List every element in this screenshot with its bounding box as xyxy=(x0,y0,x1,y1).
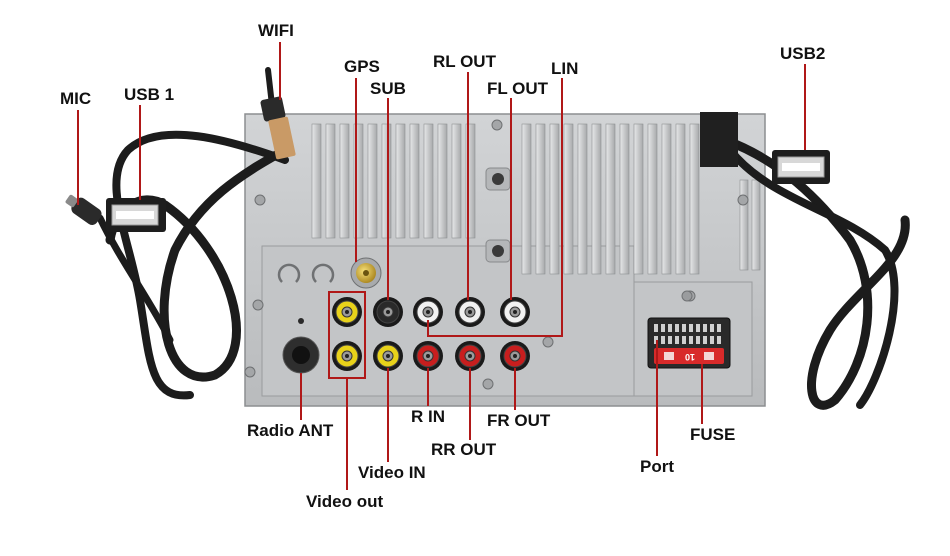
fin xyxy=(633,123,644,275)
harness-pin xyxy=(717,324,721,332)
fin xyxy=(395,123,406,239)
fin xyxy=(739,179,749,271)
fin xyxy=(521,123,532,275)
label-rl-out: RL OUT xyxy=(433,52,496,71)
fin xyxy=(619,123,630,275)
label-rr-out: RR OUT xyxy=(431,440,497,459)
rca-jack-center xyxy=(468,310,472,314)
leader-lines xyxy=(77,42,806,490)
cable-exit-blocks xyxy=(700,112,738,167)
fin xyxy=(661,123,672,275)
harness-pin xyxy=(661,324,665,332)
screw-icon xyxy=(542,336,554,348)
harness-pin xyxy=(668,336,672,344)
harness-pin xyxy=(675,324,679,332)
label-radio-ant: Radio ANT xyxy=(247,421,334,440)
harness-pin xyxy=(682,324,686,332)
label-video-out: Video out xyxy=(306,492,384,511)
harness-pin xyxy=(710,324,714,332)
harness-pin xyxy=(682,336,686,344)
wifi-antenna-lead xyxy=(260,67,296,160)
harness-pin xyxy=(689,324,693,332)
fin xyxy=(381,123,392,239)
rca-jack-center xyxy=(345,354,349,358)
fin xyxy=(437,123,448,239)
label-r-in: R IN xyxy=(411,407,445,426)
fin xyxy=(577,123,588,275)
fin xyxy=(591,123,602,275)
harness-pin xyxy=(717,336,721,344)
fin xyxy=(311,123,322,239)
rca-jacks xyxy=(332,297,530,371)
usb2-plug xyxy=(772,150,830,184)
leader-line xyxy=(427,78,563,337)
heatsink-fins xyxy=(311,123,761,275)
harness-pin xyxy=(661,336,665,344)
rca-jack-center xyxy=(386,354,390,358)
harness-pin xyxy=(703,336,707,344)
fin xyxy=(339,123,350,239)
harness-pins xyxy=(654,324,721,344)
rca-jack-center xyxy=(426,310,430,314)
fin xyxy=(605,123,616,275)
usb1-plug xyxy=(106,198,166,232)
radio-antenna-socket xyxy=(282,318,320,374)
fin xyxy=(423,123,434,239)
rca-jack-center xyxy=(345,310,349,314)
harness-pin xyxy=(689,336,693,344)
screw-icon xyxy=(482,378,494,390)
fin xyxy=(325,123,336,239)
harness-pin xyxy=(654,324,658,332)
fin xyxy=(409,123,420,239)
label-usb2: USB2 xyxy=(780,44,826,63)
screw-icon xyxy=(254,194,266,206)
fin xyxy=(563,123,574,275)
screw-icon xyxy=(491,119,503,131)
label-video-in: Video IN xyxy=(358,463,426,482)
harness-pin xyxy=(696,336,700,344)
screw-icon xyxy=(737,194,749,206)
screw-icon xyxy=(252,299,264,311)
fin xyxy=(367,123,378,239)
label-wifi: WIFI xyxy=(258,21,294,40)
gps-connector xyxy=(350,257,382,289)
screw-icon xyxy=(244,366,256,378)
harness-pin xyxy=(710,336,714,344)
rca-jack-center xyxy=(426,354,430,358)
fuse-rating: 10 xyxy=(685,352,695,362)
label-fr-out: FR OUT xyxy=(487,411,551,430)
rca-jack-center xyxy=(386,310,390,314)
label-fl-out: FL OUT xyxy=(487,79,549,98)
rca-jack-center xyxy=(513,310,517,314)
label-mic: MIC xyxy=(60,89,92,108)
rca-jack-center xyxy=(513,354,517,358)
fin xyxy=(689,123,700,275)
fin xyxy=(353,123,364,239)
fin xyxy=(647,123,658,275)
harness-port: 10 xyxy=(647,290,731,369)
fin xyxy=(465,123,476,239)
rca-jack-center xyxy=(468,354,472,358)
fin xyxy=(675,123,686,275)
molded-arrow-marks xyxy=(277,263,335,283)
label-port: Port xyxy=(640,457,674,476)
fin xyxy=(451,123,462,239)
label-fuse: FUSE xyxy=(690,425,736,444)
label-usb1: USB 1 xyxy=(124,85,175,104)
harness-pin xyxy=(703,324,707,332)
fin xyxy=(751,179,761,271)
harness-pin xyxy=(696,324,700,332)
fin xyxy=(535,123,546,275)
mic-plug xyxy=(65,194,102,225)
label-gps: GPS xyxy=(344,57,380,76)
label-sub: SUB xyxy=(370,79,406,98)
harness-pin xyxy=(668,324,672,332)
fin xyxy=(549,123,560,275)
label-lin: LIN xyxy=(551,59,579,78)
mounting-screws xyxy=(244,119,749,390)
harness-pin xyxy=(675,336,679,344)
